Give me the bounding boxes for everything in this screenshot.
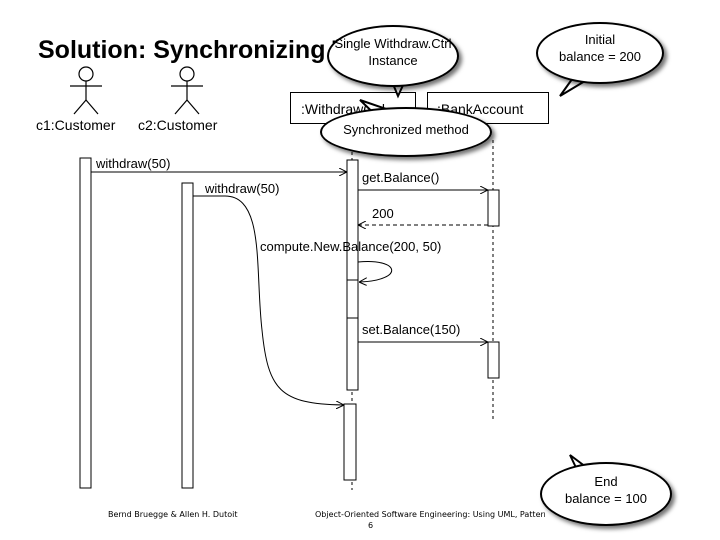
arrow-withdraw-c2-blocked xyxy=(193,195,343,405)
msg-get-balance: get.Balance() xyxy=(362,170,440,185)
callout-single-instance-line1: Single Withdraw.Ctrl xyxy=(334,36,452,51)
callout-end-line1: End xyxy=(594,474,618,489)
callout-synchronized xyxy=(320,107,492,157)
activation-ctrl-2 xyxy=(343,403,357,481)
callout-synchronized-text: Synchronized method xyxy=(343,122,469,137)
callout-initial-line2: balance = 200 xyxy=(558,49,642,64)
footer-book: Object-Oriented Software Engineering: Us… xyxy=(315,510,545,519)
footer-authors: Bernd Bruegge & Allen H. Dutoit xyxy=(108,510,238,519)
msg-return-200: 200 xyxy=(372,206,394,221)
actor-c2-figure xyxy=(171,66,203,115)
footer-page: 6 xyxy=(368,521,374,530)
callout-end-line2: balance = 100 xyxy=(564,491,648,506)
actor-c1-label: c1:Customer xyxy=(36,117,116,133)
callout-initial-balance xyxy=(536,22,664,84)
msg-withdraw-c1: withdraw(50) xyxy=(96,156,171,171)
activation-account-set xyxy=(487,341,500,379)
activation-ctrl-compute xyxy=(346,279,359,319)
actor-c1-figure xyxy=(70,66,102,115)
callout-single-instance xyxy=(327,25,459,87)
callout-initial-line1: Initial xyxy=(584,32,616,47)
arrow-compute-self xyxy=(357,261,393,282)
msg-set-balance: set.Balance(150) xyxy=(362,322,461,337)
activation-ctrl-1 xyxy=(346,159,359,391)
activation-c2 xyxy=(181,182,194,489)
activation-account-get xyxy=(487,189,500,227)
actor-c2-label: c2:Customer xyxy=(138,117,218,133)
activation-c1 xyxy=(79,157,92,489)
callout-single-instance-line2: Instance xyxy=(368,53,418,68)
callout-end-balance xyxy=(540,462,672,526)
msg-compute: compute.New.Balance(200, 50) xyxy=(260,239,442,254)
msg-withdraw-c2: withdraw(50) xyxy=(205,181,280,196)
